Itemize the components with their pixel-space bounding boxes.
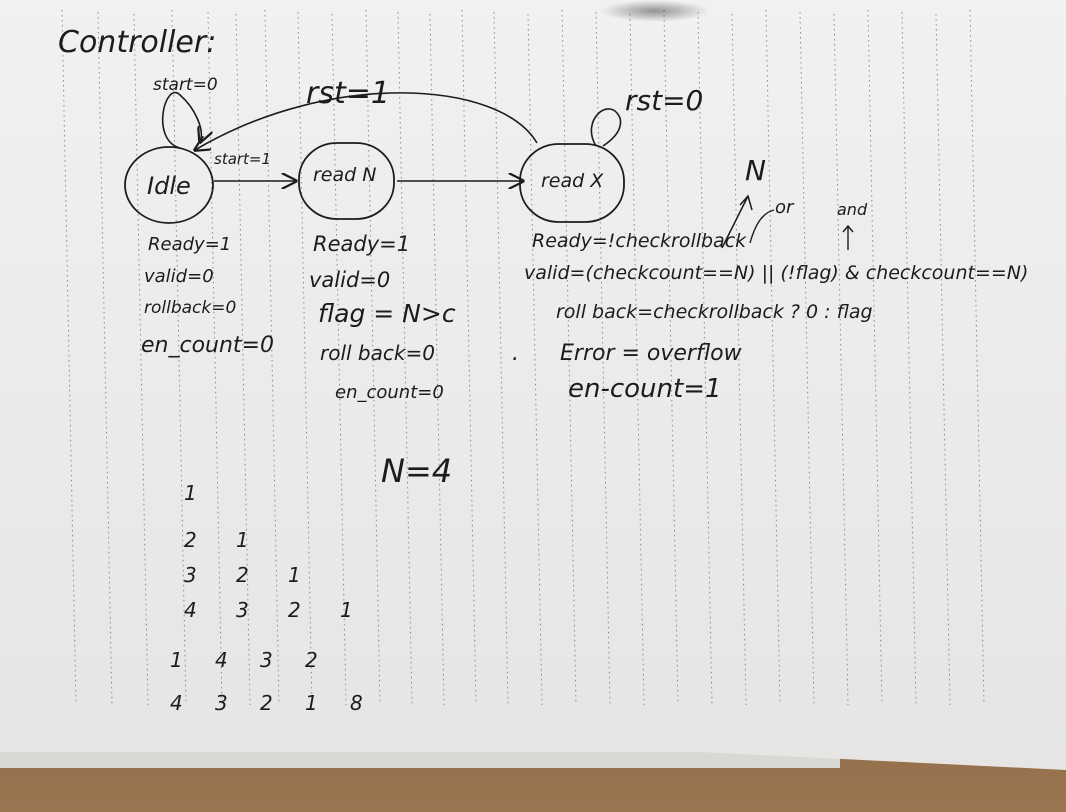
state-read-x-label: read X <box>541 170 604 192</box>
camera-shadow <box>600 0 710 22</box>
state-idle-label: Idle <box>147 172 191 200</box>
count-table-cell: 4 <box>170 691 183 715</box>
notebook-rule <box>867 9 883 706</box>
idle-self-loop-label: start=0 <box>153 75 218 95</box>
notebook-rule <box>629 13 645 706</box>
notebook-rule <box>171 9 187 706</box>
notebook-rule <box>97 11 113 706</box>
notebook-rule <box>935 13 951 706</box>
notebook-rule <box>461 9 477 706</box>
notebook-rule <box>133 13 149 706</box>
read-n-output-rollback: roll back=0 <box>320 341 435 365</box>
count-table-cell: 2 <box>184 528 197 552</box>
dotted-rules <box>61 9 985 706</box>
notebook-rule <box>799 11 815 706</box>
count-table-cell: 3 <box>236 598 249 622</box>
idle-outputs: Ready=1 valid=0 rollback=0 en_count=0 <box>141 234 274 358</box>
count-table-cell: 8 <box>350 691 363 715</box>
read-x-self-loop <box>590 108 622 147</box>
idle-output-rollback: rollback=0 <box>144 298 236 318</box>
read-x-to-idle-arc <box>195 92 538 150</box>
count-table-cell: 1 <box>340 598 353 622</box>
count-table-cell: 1 <box>288 563 301 587</box>
read-n-output-ready: Ready=1 <box>313 232 410 256</box>
read-n-outputs: Ready=1 valid=0 flag = N>c roll back=0 e… <box>309 232 456 403</box>
count-table-cell: 1 <box>236 528 249 552</box>
notebook-rule <box>331 13 347 706</box>
count-table-cell: 1 <box>170 648 183 672</box>
annotation-and-arrow <box>842 224 854 250</box>
read-x-outputs: Ready=!checkrollback valid=(checkcount==… <box>524 230 1028 404</box>
notebook-rule <box>429 13 445 706</box>
count-table-cell: 1 <box>184 481 197 505</box>
annotation-or-arrow <box>749 209 775 244</box>
count-table-cell: 2 <box>260 691 273 715</box>
state-read-x: read X <box>519 143 625 223</box>
count-table-cell: 1 <box>305 691 318 715</box>
count-table-cell: 4 <box>184 598 197 622</box>
read-x-output-ready: Ready=!checkrollback <box>532 230 747 252</box>
annotation-or-label: or <box>775 197 795 218</box>
annotation-dot: . <box>512 341 519 366</box>
idle-self-loop <box>161 91 202 149</box>
idle-to-read-n-label: start=1 <box>214 150 271 168</box>
notebook-rule <box>207 11 223 706</box>
notebook-rule <box>697 11 713 706</box>
read-x-output-en-count: en-count=1 <box>568 374 722 404</box>
notebook-rule <box>901 11 917 706</box>
notebook-rule <box>663 9 679 706</box>
paper-stack-edge <box>0 748 840 768</box>
count-table-cell: 3 <box>260 648 273 672</box>
idle-output-en-count: en_count=0 <box>141 333 274 358</box>
notebook-rule <box>527 13 543 706</box>
notebook-rule <box>397 11 413 706</box>
read-x-output-error: Error = overflow <box>560 341 743 366</box>
notebook-rule <box>493 11 509 706</box>
count-table-cell: 3 <box>184 563 197 587</box>
read-n-output-en-count: en_count=0 <box>335 382 444 403</box>
notebook-page <box>0 0 1066 770</box>
notebook-rule <box>561 9 577 706</box>
notebook-rule <box>731 13 747 706</box>
notebook-rule <box>365 9 381 706</box>
annotation-n-marker: N <box>745 154 766 187</box>
notebook-rule <box>969 9 985 706</box>
read-x-output-rollback: roll back=checkrollback ? 0 : flag <box>556 301 873 323</box>
count-table-cell: 2 <box>288 598 301 622</box>
notebook-rule <box>595 11 611 706</box>
read-n-output-flag: flag = N>c <box>318 299 456 328</box>
notebook-rule <box>833 13 849 706</box>
read-x-self-loop-label: rst=0 <box>625 84 703 117</box>
idle-output-ready: Ready=1 <box>148 234 231 255</box>
idle-output-valid: valid=0 <box>144 266 214 287</box>
notebook-rule <box>235 13 251 706</box>
state-idle: Idle <box>124 146 214 224</box>
annotation-n-value: N=4 <box>381 452 452 490</box>
count-table-cell: 4 <box>215 648 228 672</box>
count-table-cell: 3 <box>215 691 228 715</box>
notebook-rule <box>765 9 781 706</box>
page-title: Controller: <box>58 25 216 60</box>
read-x-output-valid: valid=(checkcount==N) || (!flag) & check… <box>524 262 1028 284</box>
read-n-output-valid: valid=0 <box>309 268 390 292</box>
count-table-cell: 2 <box>236 563 249 587</box>
state-read-n: read N <box>298 142 395 220</box>
annotation-and-label: and <box>837 200 868 219</box>
read-x-to-idle-label: rst=1 <box>306 76 390 111</box>
count-table-cell: 2 <box>305 648 318 672</box>
notebook-rule <box>264 9 280 706</box>
notebook-rule <box>297 11 313 706</box>
count-table: 1 2 1 3 2 1 4 3 2 1 1 4 3 2 4 3 2 1 8 <box>170 481 363 715</box>
annotation-n-arrow <box>721 194 753 249</box>
state-read-n-label: read N <box>313 164 376 186</box>
notebook-rule <box>61 9 77 706</box>
